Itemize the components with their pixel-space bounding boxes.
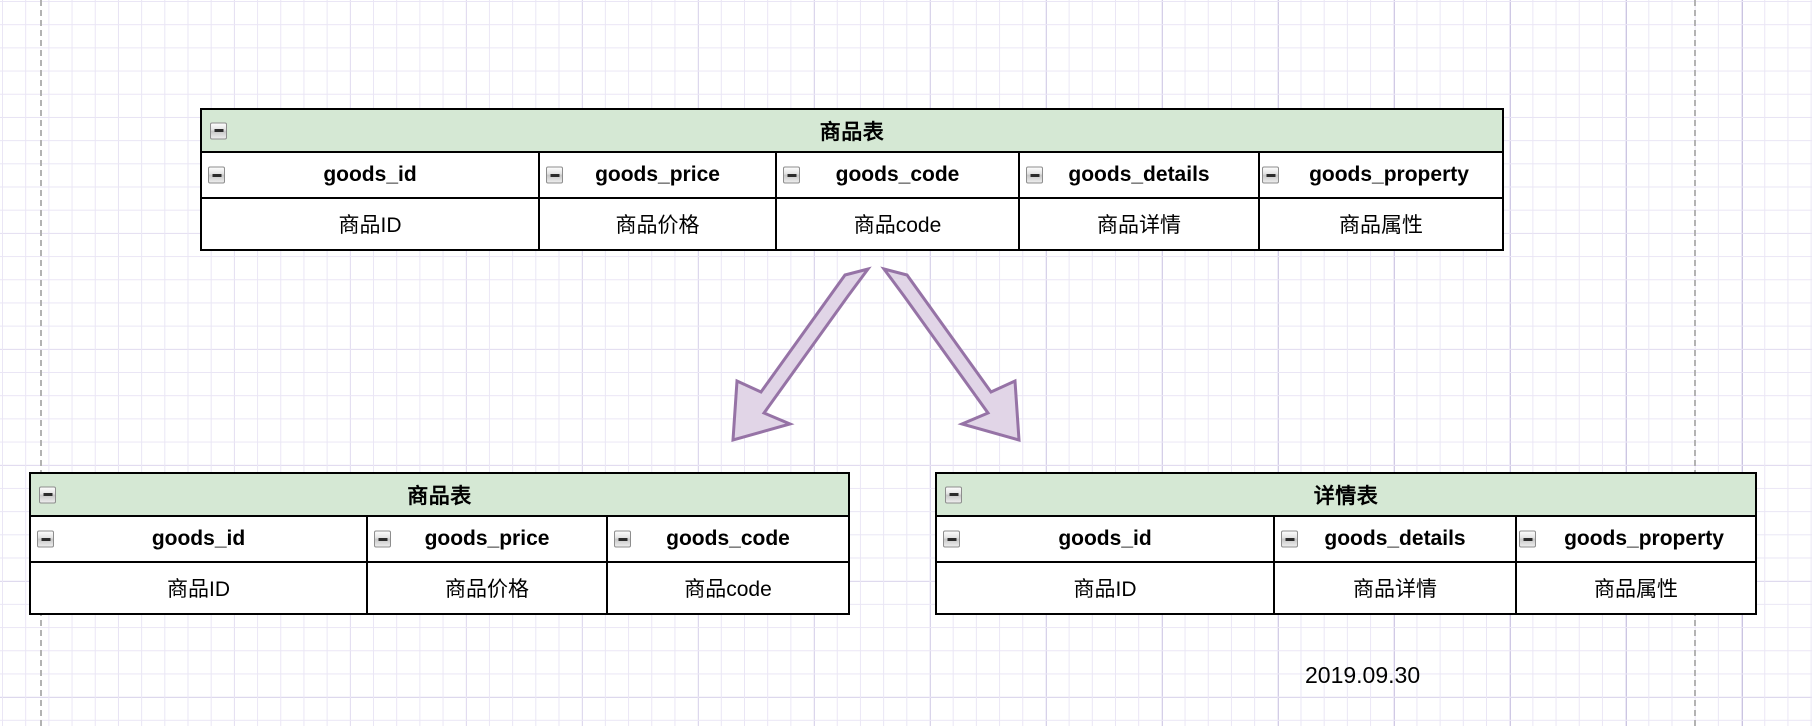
column-comment-goods_details[interactable]: 商品详情 [1275, 563, 1517, 613]
column-name: goods_property [1309, 163, 1469, 186]
column-header-goods_property[interactable]: goods_property [1517, 517, 1755, 561]
column-header-goods_details[interactable]: goods_details [1020, 153, 1260, 197]
column-comment: 商品价格 [615, 214, 700, 237]
column-comment-goods_property[interactable]: 商品属性 [1260, 199, 1502, 249]
page-guide-right [1694, 0, 1696, 726]
column-comment: 商品ID [1073, 578, 1137, 601]
collapse-minus-icon[interactable] [1026, 166, 1043, 184]
collapse-minus-icon[interactable] [1262, 166, 1279, 184]
column-comment-goods_details[interactable]: 商品详情 [1020, 199, 1260, 249]
entity-details-table-split[interactable]: 详情表 goods_id goods_details goods_propert… [935, 472, 1757, 615]
entity-column-header-row: goods_id goods_details goods_property [937, 517, 1755, 563]
column-comment-goods_id[interactable]: 商品ID [202, 199, 540, 249]
collapse-minus-icon[interactable] [39, 486, 56, 503]
column-comment-goods_code[interactable]: 商品code [777, 199, 1020, 249]
column-header-goods_details[interactable]: goods_details [1275, 517, 1517, 561]
column-comment: 商品详情 [1097, 214, 1181, 237]
entity-title: 商品表 [819, 120, 885, 144]
column-comment-goods_id[interactable]: 商品ID [31, 563, 368, 613]
entity-title: 商品表 [407, 484, 472, 508]
collapse-minus-icon[interactable] [37, 530, 54, 548]
entity-title-bar[interactable]: 商品表 [202, 110, 1502, 153]
collapse-minus-icon[interactable] [1281, 530, 1298, 548]
column-comment: 商品ID [167, 578, 230, 601]
date-caption: 2019.09.30 [1305, 662, 1421, 688]
column-name: goods_id [1058, 527, 1152, 550]
column-name: goods_details [1068, 163, 1210, 186]
entity-title: 详情表 [1313, 484, 1379, 508]
column-header-goods_property[interactable]: goods_property [1260, 153, 1502, 197]
collapse-minus-icon[interactable] [546, 166, 563, 184]
column-comment: 商品属性 [1339, 214, 1423, 237]
column-header-goods_id[interactable]: goods_id [937, 517, 1275, 561]
column-comment-goods_property[interactable]: 商品属性 [1517, 563, 1755, 613]
column-header-goods_price[interactable]: goods_price [368, 517, 608, 561]
column-comment-goods_id[interactable]: 商品ID [937, 563, 1275, 613]
collapse-minus-icon[interactable] [208, 166, 225, 184]
column-name: goods_id [151, 527, 246, 550]
column-name: goods_property [1564, 527, 1724, 550]
column-header-goods_id[interactable]: goods_id [202, 153, 540, 197]
entity-title-bar[interactable]: 商品表 [31, 474, 848, 517]
collapse-minus-icon[interactable] [374, 530, 391, 548]
collapse-minus-icon[interactable] [1519, 530, 1536, 548]
collapse-minus-icon[interactable] [783, 166, 800, 184]
collapse-minus-icon[interactable] [614, 530, 631, 548]
column-comment-goods_price[interactable]: 商品价格 [368, 563, 608, 613]
collapse-minus-icon[interactable] [210, 122, 227, 139]
column-comment: 商品code [853, 214, 942, 237]
collapse-minus-icon[interactable] [943, 530, 960, 548]
column-comment: 商品code [684, 578, 772, 601]
entity-comment-row: 商品ID 商品详情 商品属性 [937, 563, 1755, 613]
column-header-goods_code[interactable]: goods_code [777, 153, 1020, 197]
column-comment: 商品详情 [1353, 578, 1437, 601]
collapse-minus-icon[interactable] [945, 486, 962, 503]
column-header-goods_id[interactable]: goods_id [31, 517, 368, 561]
column-comment: 商品属性 [1594, 578, 1678, 601]
column-comment: 商品ID [338, 214, 402, 237]
page-guide-left [40, 0, 42, 726]
column-name: goods_code [666, 527, 790, 550]
column-header-goods_code[interactable]: goods_code [608, 517, 848, 561]
entity-title-bar[interactable]: 详情表 [937, 474, 1755, 517]
entity-goods-table-top[interactable]: 商品表 goods_id goods_price goods_code good… [200, 108, 1504, 251]
column-name: goods_details [1324, 527, 1466, 550]
entity-goods-table-split[interactable]: 商品表 goods_id goods_price goods_code 商品ID… [29, 472, 850, 615]
entity-column-header-row: goods_id goods_price goods_code [31, 517, 848, 563]
column-comment: 商品价格 [445, 578, 529, 601]
column-comment-goods_code[interactable]: 商品code [608, 563, 848, 613]
column-name: goods_price [424, 527, 550, 550]
column-name: goods_code [835, 163, 960, 186]
entity-column-header-row: goods_id goods_price goods_code goods_de… [202, 153, 1502, 199]
entity-comment-row: 商品ID 商品价格 商品code 商品详情 商品属性 [202, 199, 1502, 249]
column-comment-goods_price[interactable]: 商品价格 [540, 199, 777, 249]
column-header-goods_price[interactable]: goods_price [540, 153, 777, 197]
entity-comment-row: 商品ID 商品价格 商品code [31, 563, 848, 613]
column-name: goods_id [323, 163, 417, 186]
column-name: goods_price [595, 163, 720, 186]
